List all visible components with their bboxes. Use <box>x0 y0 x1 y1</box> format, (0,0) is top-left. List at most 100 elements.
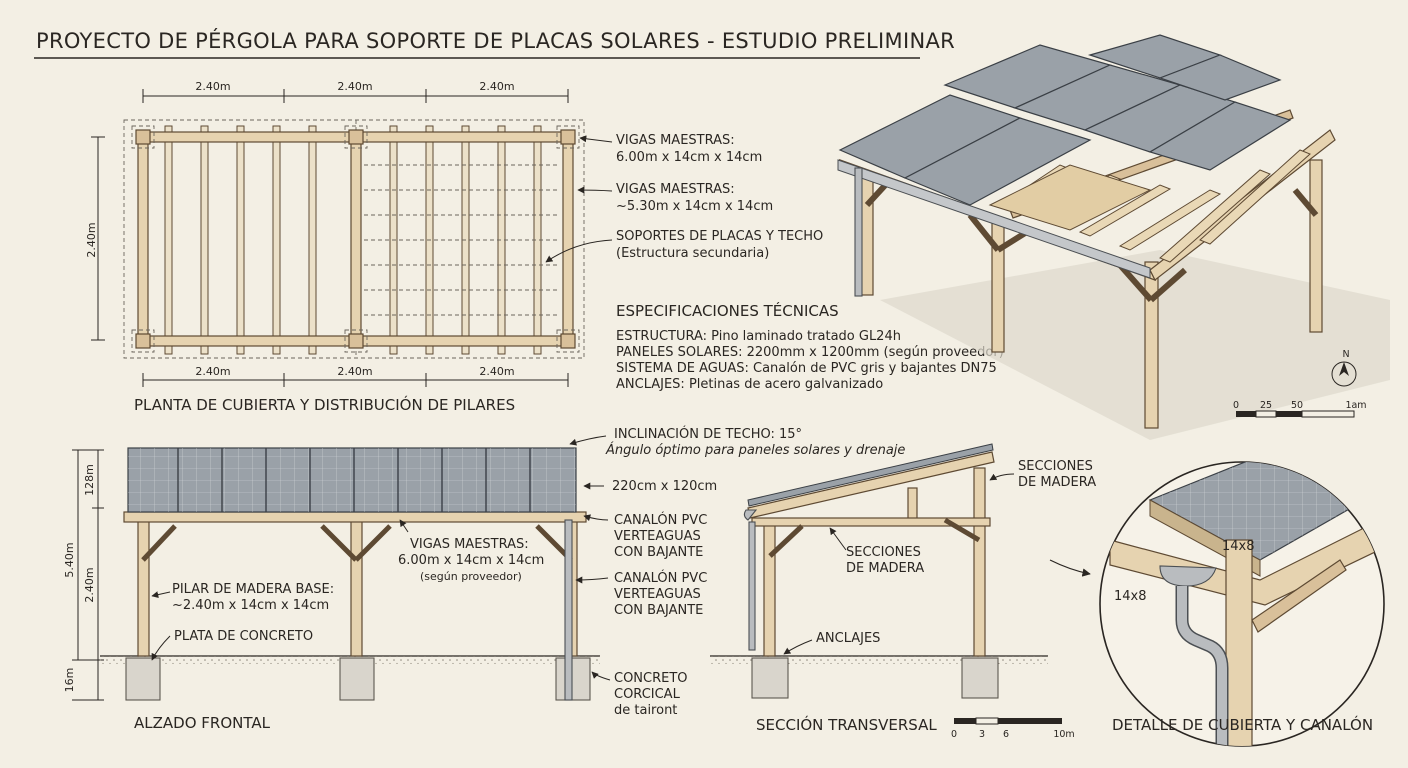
plan-heading: PLANTA DE CUBIERTA Y DISTRIBUCIÓN DE PIL… <box>134 395 515 414</box>
section-arrow <box>829 527 847 551</box>
footing <box>125 657 161 701</box>
gutter-1-line: CANALÓN PVC <box>614 512 707 528</box>
gutter-1-line: CON BAJANTE <box>614 545 703 560</box>
plan-dim-top-2: 2.40m <box>337 80 372 93</box>
slab-label: PLATA DE CONCRETO <box>174 629 313 644</box>
post <box>1309 159 1323 333</box>
beams-text: 6.00m x 14cm x 14cm <box>398 553 544 568</box>
wood-sections-1: SECCIONES <box>1018 459 1093 474</box>
detail-heading: DETALLE DE CUBIERTA Y CANALÓN <box>1112 715 1373 734</box>
beams-title: VIGAS MAESTRAS: <box>410 537 529 552</box>
section-arrow <box>783 639 813 655</box>
brace <box>1117 263 1154 302</box>
inclination-text: Ángulo óptimo para paneles solares y dre… <box>605 442 905 458</box>
detail-view: 14x8 14x8 DETALLE DE CUBIERTA Y CANALÓN <box>1099 461 1385 747</box>
brace <box>1149 267 1187 303</box>
elev-main-beam <box>123 511 587 523</box>
downpipe <box>854 167 863 297</box>
plan-callout-3-title: SOPORTES DE PLACAS Y TECHO <box>616 229 823 244</box>
section-gutter <box>743 509 758 521</box>
wood-sections-2: SECCIONES <box>846 545 921 560</box>
inclination-title: INCLINACIÓN DE TECHO: 15° <box>614 426 802 442</box>
plan-callout-2-text: ~5.30m x 14cm x 14cm <box>616 199 773 214</box>
perspective-panels <box>838 34 1292 206</box>
plan-callout-1-title: VIGAS MAESTRAS: <box>616 133 735 148</box>
brace <box>1292 188 1319 217</box>
plan-dim-bottom-3: 2.40m <box>479 365 514 378</box>
post <box>860 174 874 296</box>
specs-heading: ESPECIFICACIONES TÉCNICAS <box>616 301 839 320</box>
elev-arrow <box>583 514 609 522</box>
concrete-line: de tairont <box>614 703 677 718</box>
spec-line: ANCLAJES: Pletinas de acero galvanizado <box>616 377 883 392</box>
plan-dim-top-3: 2.40m <box>479 80 514 93</box>
section-post <box>907 487 918 521</box>
plan-callout-arrow <box>579 135 613 143</box>
scale-label: 10m <box>1053 729 1074 740</box>
scale-label: 1am <box>1345 400 1366 411</box>
gutter <box>837 159 1151 279</box>
elev-panel-dividers <box>177 448 531 512</box>
elev-arrow <box>575 576 609 584</box>
plan-outline <box>123 119 585 359</box>
cross-section: SECCIONES DE MADERA SECCIONES DE MADERA … <box>710 443 1096 740</box>
plan-side-beam <box>137 131 149 347</box>
elev-dim-roof: 128m <box>83 464 96 496</box>
plan-secondary-lines <box>364 164 560 316</box>
north-label: N <box>1342 349 1349 360</box>
anchors-label: ANCLAJES <box>816 631 880 646</box>
column <box>137 519 150 657</box>
post <box>1144 261 1159 429</box>
spec-line: SISTEMA DE AGUAS: Canalón de PVC gris y … <box>616 361 997 376</box>
section-rafter <box>747 451 995 519</box>
north-arrow-icon <box>1339 362 1349 376</box>
beams-note: (según proveedor) <box>420 570 522 583</box>
column <box>350 519 363 657</box>
detail-label-a: 14x8 <box>1222 539 1255 554</box>
specs-block: ESPECIFICACIONES TÉCNICAS ESTRUCTURA: Pi… <box>616 301 1004 392</box>
perspective-scale-bar <box>1236 410 1355 418</box>
scale-label: 0 <box>1233 400 1239 411</box>
scale-label: 0 <box>951 729 957 740</box>
pillar-text: ~2.40m x 14cm x 14cm <box>172 598 329 613</box>
plan-pillars <box>131 125 580 353</box>
plan-callout-arrow <box>577 186 613 194</box>
wood-sections-2: DE MADERA <box>846 561 924 576</box>
elevation-heading: ALZADO FRONTAL <box>134 714 271 732</box>
spec-line: ESTRUCTURA: Pino laminado tratado GL24h <box>616 329 901 344</box>
concrete-line: CONCRETO <box>614 671 688 686</box>
elev-panel-grid <box>128 448 576 512</box>
plan-view: 2.40m 2.40m 2.40m 2.40m <box>85 80 823 414</box>
plan-dim-bottom-1: 2.40m <box>195 365 230 378</box>
panel-size: 220cm x 120cm <box>612 479 717 494</box>
post <box>991 219 1005 353</box>
sheet-title: PROYECTO DE PÉRGOLA PARA SOPORTE DE PLAC… <box>36 28 955 53</box>
section-braces <box>768 517 981 558</box>
section-column <box>763 519 776 657</box>
scale-label: 6 <box>1003 729 1009 740</box>
gutter-2-line: VERTEAGUAS <box>614 587 701 602</box>
plan-mid-beam <box>350 131 362 347</box>
elev-arrow <box>151 635 171 661</box>
footing <box>339 657 375 701</box>
gutter-2-line: CANALÓN PVC <box>614 570 707 586</box>
wood-sections-1: DE MADERA <box>1018 475 1096 490</box>
plan-callout-2-title: VIGAS MAESTRAS: <box>616 182 735 197</box>
concrete-line: CORCICAL <box>614 687 681 702</box>
elev-dim-column: 2.40m <box>83 567 96 602</box>
section-footing <box>961 657 999 699</box>
detail-post <box>1225 539 1253 746</box>
plan-callout-1-text: 6.00m x 14cm x 14cm <box>616 150 762 165</box>
elev-arrow <box>591 671 611 681</box>
section-downpipe <box>748 521 756 651</box>
plan-dim-bottom-2: 2.40m <box>337 365 372 378</box>
detail-brace <box>1251 559 1347 633</box>
front-elevation: 5.40m 128m 2.40m 16m <box>63 426 905 732</box>
plan-side-beam <box>562 131 574 347</box>
detail-downpipe <box>1177 586 1227 746</box>
plan-callout-3-text: (Estructura secundaria) <box>616 246 769 261</box>
plan-dim-top-1: 2.40m <box>195 80 230 93</box>
section-heading: SECCIÓN TRANSVERSAL <box>756 715 937 734</box>
